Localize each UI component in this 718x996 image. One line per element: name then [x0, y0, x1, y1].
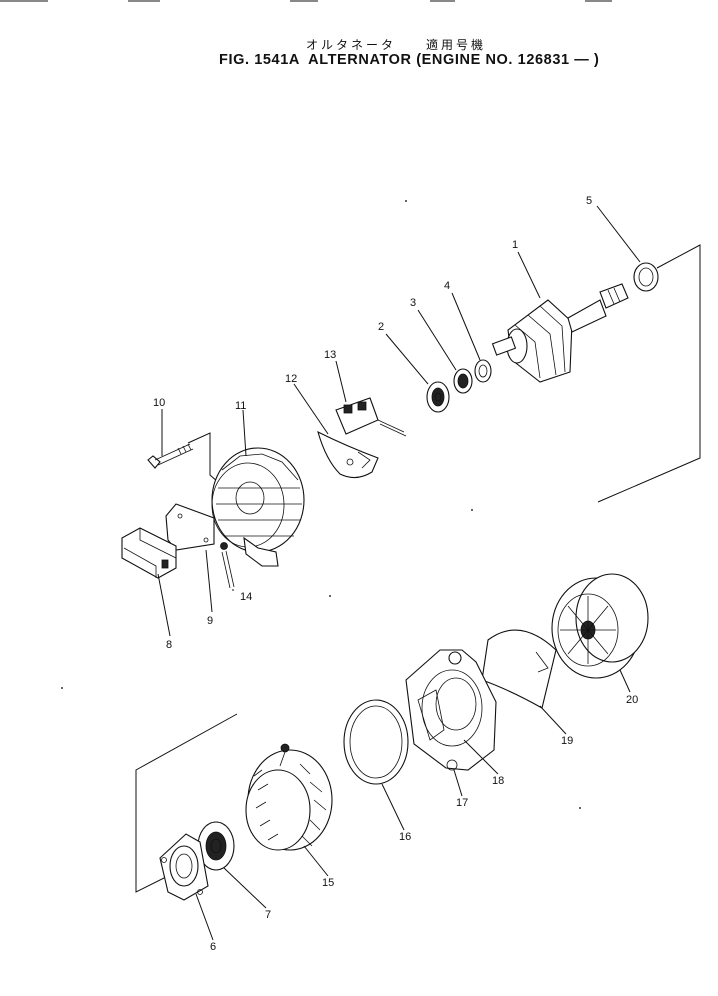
front-frame — [405, 649, 497, 771]
brush-holder — [335, 397, 407, 437]
callout-9: 9 — [207, 615, 213, 627]
callout-8: 8 — [166, 639, 172, 651]
terminal-screw — [220, 542, 235, 589]
rotor — [491, 283, 629, 383]
callout-18: 18 — [492, 775, 504, 787]
callout-6: 6 — [210, 941, 216, 953]
dust-shield — [481, 629, 557, 709]
leader-lines — [157, 205, 641, 941]
callout-14: 14 — [240, 591, 252, 603]
stator-ring — [343, 699, 409, 785]
callout-labels: 1 2 3 4 5 6 7 8 9 10 11 12 13 14 15 16 1… — [153, 195, 638, 953]
cover-plate — [317, 430, 379, 479]
figure-title: FIG. 1541A ALTERNATOR (ENGINE NO. 126831… — [219, 52, 600, 68]
callout-4: 4 — [444, 280, 450, 292]
assembly-bracket-lower — [135, 713, 238, 893]
callout-10: 10 — [153, 397, 165, 409]
bearing-retainer — [159, 833, 209, 901]
callout-17: 17 — [456, 797, 468, 809]
callout-12: 12 — [285, 373, 297, 385]
callout-20: 20 — [626, 694, 638, 706]
assembly-bracket-upper — [597, 244, 701, 503]
callout-1: 1 — [512, 239, 518, 251]
bolt-bracket — [187, 432, 219, 483]
callout-16: 16 — [399, 831, 411, 843]
callout-5: 5 — [586, 195, 592, 207]
oil-seal — [453, 368, 473, 394]
rear-frame — [211, 447, 305, 567]
spacer-ring — [633, 262, 659, 292]
front-cover — [551, 573, 649, 679]
mounting-plate — [165, 503, 215, 551]
figure-title-japanese: オルタネータ 適用号機 — [306, 38, 487, 52]
callout-7: 7 — [265, 909, 271, 921]
stator — [245, 743, 333, 851]
callout-11: 11 — [235, 400, 246, 412]
callout-13: 13 — [324, 349, 336, 361]
callout-2: 2 — [378, 321, 384, 333]
callout-3: 3 — [410, 297, 416, 309]
callout-15: 15 — [322, 877, 334, 889]
bearing-rear — [197, 821, 235, 871]
scan-specks — [61, 200, 581, 809]
callout-19: 19 — [561, 735, 573, 747]
regulator — [121, 527, 177, 579]
bearing-front — [426, 381, 450, 413]
washer — [474, 359, 492, 383]
through-bolt — [147, 443, 194, 469]
